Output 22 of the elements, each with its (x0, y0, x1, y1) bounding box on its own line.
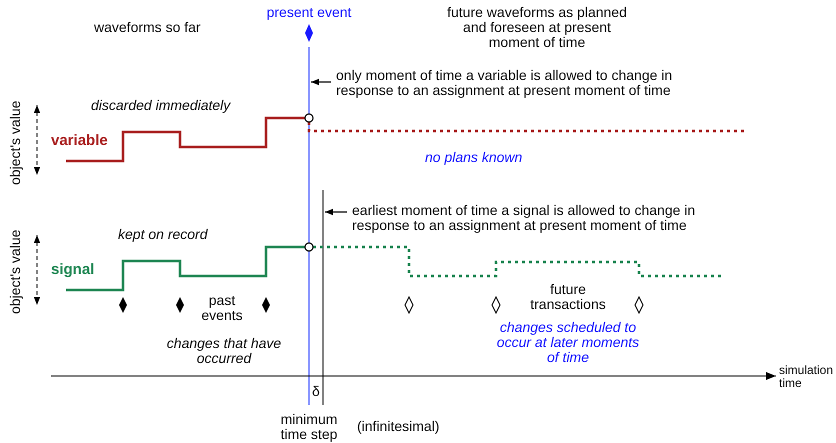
annotation-text: kept on record (118, 227, 208, 242)
annotation-text: discarded immediately (91, 98, 230, 113)
step-symbol: δ (312, 384, 320, 399)
annotation-text: no plans known (425, 150, 522, 165)
annotation-text: future transactions (529, 282, 607, 312)
annotation-text: (infinitesimal) (357, 419, 440, 434)
waveform-label: signal (51, 262, 94, 277)
axis-label: object's value (8, 230, 23, 314)
event-label: present event (266, 5, 352, 20)
axis-label: simulation time (779, 364, 834, 390)
heading: future waveforms as planned and foreseen at present moment of time (447, 5, 627, 50)
annotation-text: earliest moment of time a signal is allowed to change in response to an assignment at present moment of time (352, 203, 737, 233)
heading: waveforms so far (94, 20, 201, 35)
annotation-text: past events (200, 293, 244, 323)
axis-label: object's value (8, 100, 23, 185)
leader-line (311, 78, 331, 86)
annotation-text: changes that have occurred (166, 336, 282, 366)
leader-line (325, 208, 347, 216)
annotation-text: minimum time step (280, 412, 338, 442)
waveform-label: variable (51, 133, 108, 148)
annotation-text: changes scheduled to occur at later moments of time (496, 320, 640, 365)
annotation-text: only moment of time a variable is allowed to change in response to an assignment at present moment of time (336, 68, 711, 98)
